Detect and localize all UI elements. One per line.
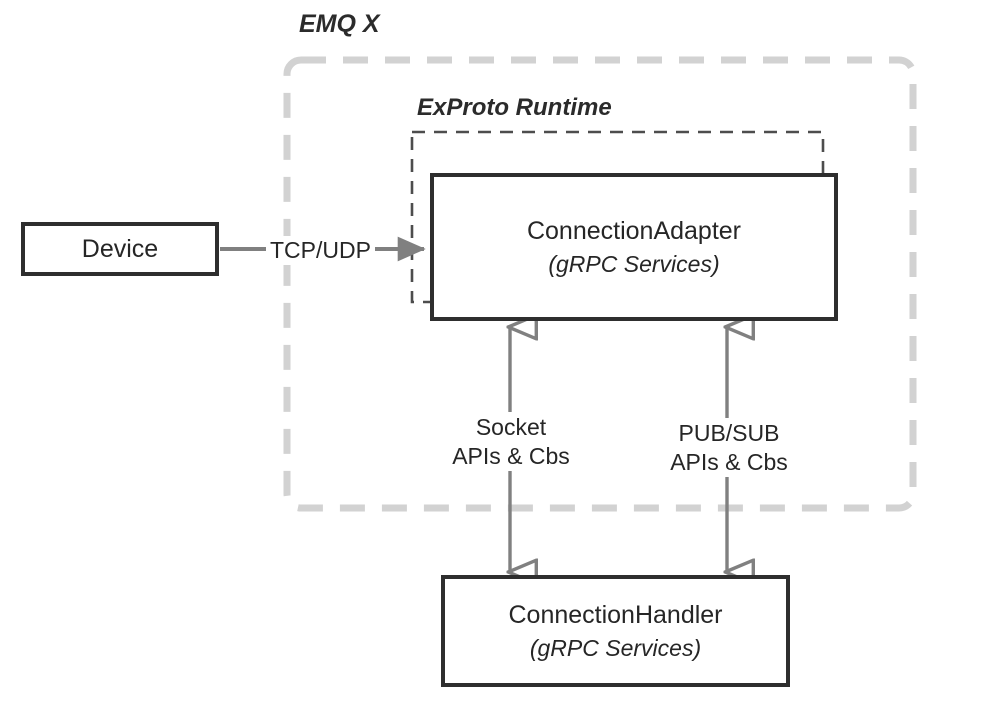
edge-label-socket-line2: APIs & Cbs bbox=[452, 443, 570, 469]
node-connection-handler-title: ConnectionHandler bbox=[508, 600, 723, 629]
exproto-zone-label: ExProto Runtime bbox=[417, 94, 612, 121]
node-connection-handler[interactable]: ConnectionHandler (gRPC Services) bbox=[441, 575, 790, 687]
node-device[interactable]: Device bbox=[21, 222, 219, 276]
node-connection-adapter-subtitle: (gRPC Services) bbox=[548, 250, 720, 277]
node-device-title: Device bbox=[81, 234, 159, 263]
emqx-zone-label: EMQ X bbox=[299, 10, 380, 38]
node-connection-handler-subtitle: (gRPC Services) bbox=[529, 634, 702, 661]
node-connection-adapter-title: ConnectionAdapter bbox=[526, 216, 742, 245]
edge-label-pubsub: PUB/SUB APIs & Cbs bbox=[664, 419, 794, 477]
edge-label-socket-line1: Socket bbox=[475, 414, 547, 440]
edge-label-socket: Socket APIs & Cbs bbox=[448, 413, 574, 471]
edge-label-tcp-udp: TCP/UDP bbox=[268, 236, 373, 265]
edge-label-pubsub-line1: PUB/SUB bbox=[678, 420, 780, 446]
edge-label-pubsub-line2: APIs & Cbs bbox=[670, 449, 788, 475]
node-connection-adapter[interactable]: ConnectionAdapter (gRPC Services) bbox=[430, 173, 838, 321]
emqx-zone-boundary bbox=[283, 56, 917, 512]
